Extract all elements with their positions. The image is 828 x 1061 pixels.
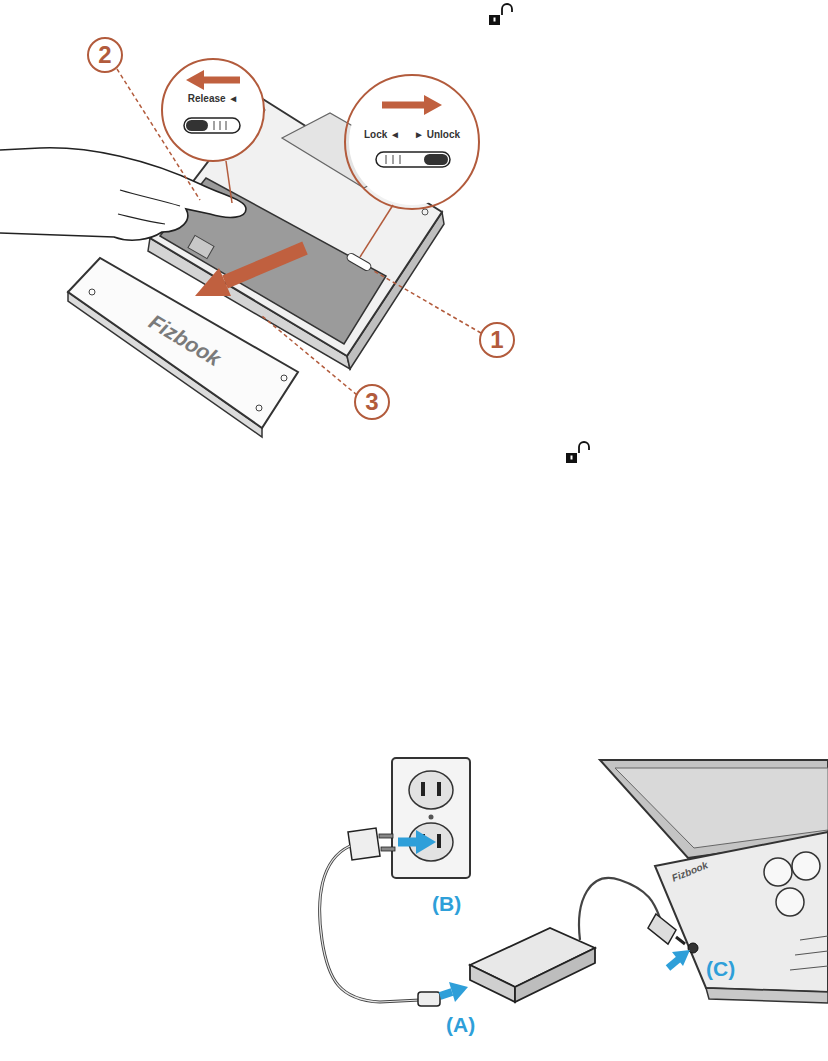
leader-line xyxy=(117,69,200,200)
battery-cover xyxy=(68,258,298,428)
magnifier-stem xyxy=(360,205,393,257)
unlock-icon xyxy=(566,442,589,463)
lock-body xyxy=(566,453,577,463)
screw xyxy=(429,815,434,820)
unlock-arrow xyxy=(382,102,426,109)
callout-circle: 3 xyxy=(354,384,390,420)
magnifier-stem xyxy=(226,161,232,203)
power-cord xyxy=(320,846,420,1002)
adapter-side xyxy=(470,965,515,1002)
dc-cable xyxy=(579,878,660,940)
lock-keyhole xyxy=(494,18,496,22)
slide-arrow xyxy=(225,248,305,282)
cord-connector xyxy=(418,992,440,1006)
magnifier-fill xyxy=(349,79,475,205)
callout-number: 2 xyxy=(98,43,111,67)
power-cord xyxy=(320,846,420,1002)
screw xyxy=(256,405,262,411)
connection-letter: (C) xyxy=(706,958,735,979)
lock-shackle xyxy=(502,4,512,15)
unlock-icon xyxy=(489,4,512,25)
laptop-screen xyxy=(615,768,828,848)
laptop-deck xyxy=(655,832,828,992)
finger-line xyxy=(120,190,180,206)
magnifier-circle: Lock ◄ ► Unlock xyxy=(344,74,480,210)
callout-circle: 2 xyxy=(87,37,123,73)
connection-letter: (B) xyxy=(432,893,461,914)
lock-slider xyxy=(376,152,450,167)
slider-label: Lock ◄ xyxy=(364,129,400,141)
lock-shackle xyxy=(579,442,589,453)
slide-arrow-head xyxy=(195,268,231,296)
touchpad-button xyxy=(792,852,820,880)
slider-rib xyxy=(214,121,215,130)
port-arrow-head xyxy=(672,950,690,966)
slider-label-row: Lock ◄ ► Unlock xyxy=(364,129,460,141)
slider-rib xyxy=(386,155,387,164)
slider-knob xyxy=(186,120,208,131)
lock-latch xyxy=(346,252,373,272)
slider-rib xyxy=(393,155,394,164)
leader-line xyxy=(262,316,357,395)
plug-prong xyxy=(381,847,395,851)
callout-circle: 1 xyxy=(479,322,515,358)
dc-port xyxy=(688,943,698,953)
dc-tip xyxy=(676,937,685,944)
touchpad-button xyxy=(776,888,804,916)
slider-rib xyxy=(220,121,221,130)
socket-slot xyxy=(437,782,441,796)
socket-slot xyxy=(421,782,425,796)
keyboard-lines xyxy=(790,936,828,970)
lock-body xyxy=(489,15,500,25)
callout-number: 3 xyxy=(365,390,378,414)
slider-label: ► Unlock xyxy=(414,129,460,141)
release-arrow xyxy=(202,77,240,84)
slider-rib xyxy=(226,121,227,130)
release-arrow-head xyxy=(186,70,204,90)
adapter-front xyxy=(515,948,595,1002)
screw xyxy=(281,375,287,381)
slider-label: Release ◄ xyxy=(188,93,238,105)
socket-slot xyxy=(437,834,441,848)
leader-line xyxy=(372,270,481,333)
dc-plug xyxy=(648,914,676,944)
slider-label-row: Release ◄ xyxy=(188,93,238,105)
plug-prong xyxy=(379,834,393,838)
plug-arrow xyxy=(398,838,418,847)
unlock-arrow-head xyxy=(424,95,442,115)
magnifier-fill xyxy=(162,59,264,161)
callout-number: 1 xyxy=(490,328,503,352)
magnifier-circle: Release ◄ xyxy=(161,58,265,162)
screw xyxy=(422,209,428,215)
lock-keyhole xyxy=(571,456,573,460)
battery-label xyxy=(188,235,214,258)
slider-rib xyxy=(400,155,401,164)
screw xyxy=(89,289,95,295)
slider-knob xyxy=(424,154,448,165)
connection-letter: (A) xyxy=(446,1014,475,1035)
touchpad-button xyxy=(764,858,792,886)
plug-arrow-head xyxy=(416,830,436,854)
adapter-arrow xyxy=(440,992,452,996)
finger-line xyxy=(118,214,165,224)
socket xyxy=(409,771,453,809)
laptop-front xyxy=(706,988,828,1003)
release-slider xyxy=(184,118,240,133)
plug xyxy=(348,828,380,860)
wall-outlet xyxy=(392,758,470,878)
adapter-arrow-head xyxy=(449,982,468,1002)
